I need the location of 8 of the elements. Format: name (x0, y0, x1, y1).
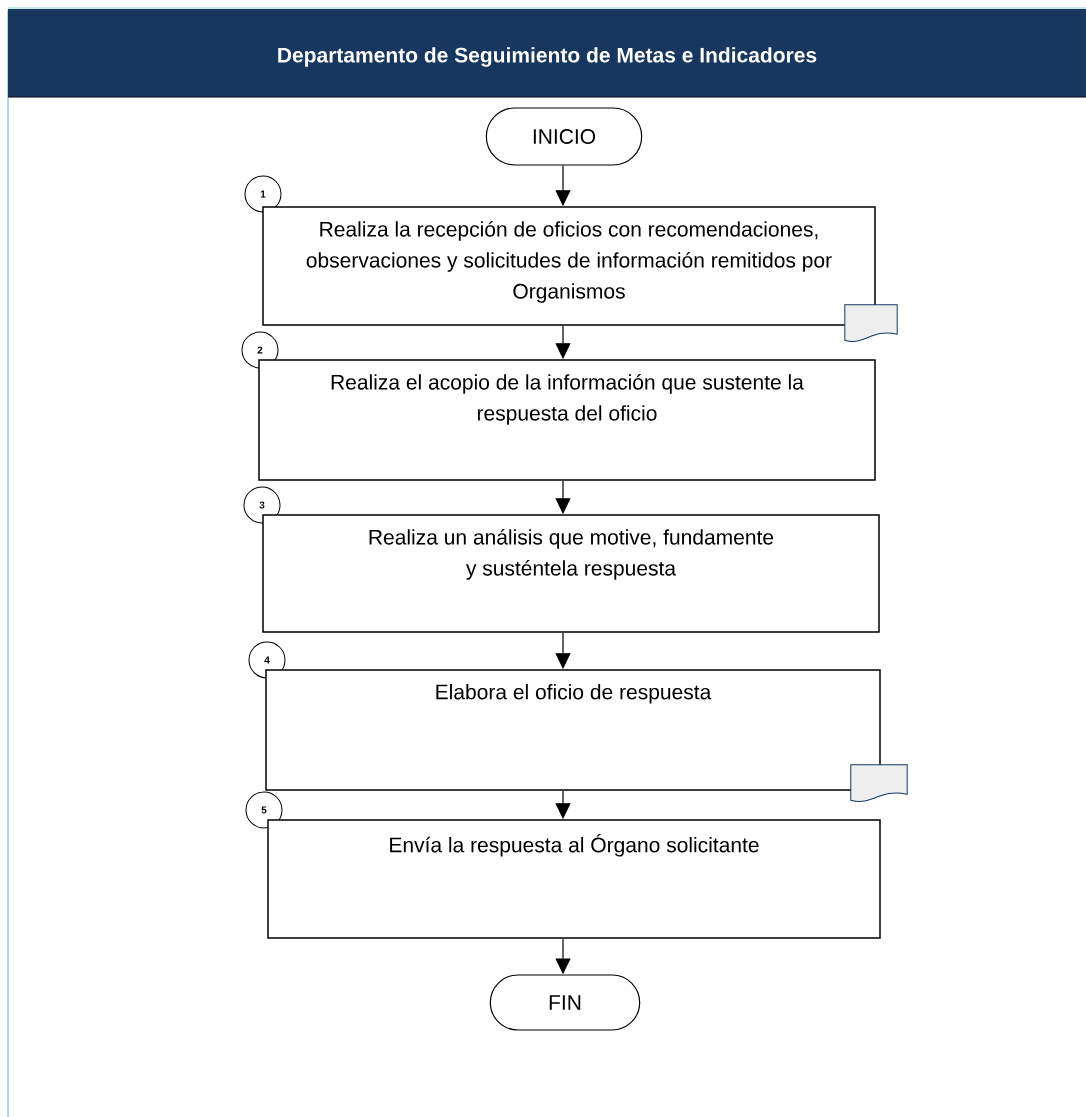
process-box: Envía la respuesta al Órgano solicitante (267, 819, 881, 939)
process-box: Realiza el acopio de la información que sustente la respuesta del oficio (258, 359, 876, 481)
header-band: Departamento de Seguimiento de Metas e Indicadores (7, 9, 1086, 98)
process-box: Realiza la recepción de oficios con recomendaciones, observaciones y solicitudes de información remitidos por Organismos (262, 206, 876, 326)
document-icon (850, 764, 908, 802)
process-box: Elabora el oficio de respuesta (265, 669, 881, 791)
process-box: Realiza un análisis que motive, fundamente y susténtela respuesta (262, 514, 880, 633)
document-icon (844, 304, 898, 342)
